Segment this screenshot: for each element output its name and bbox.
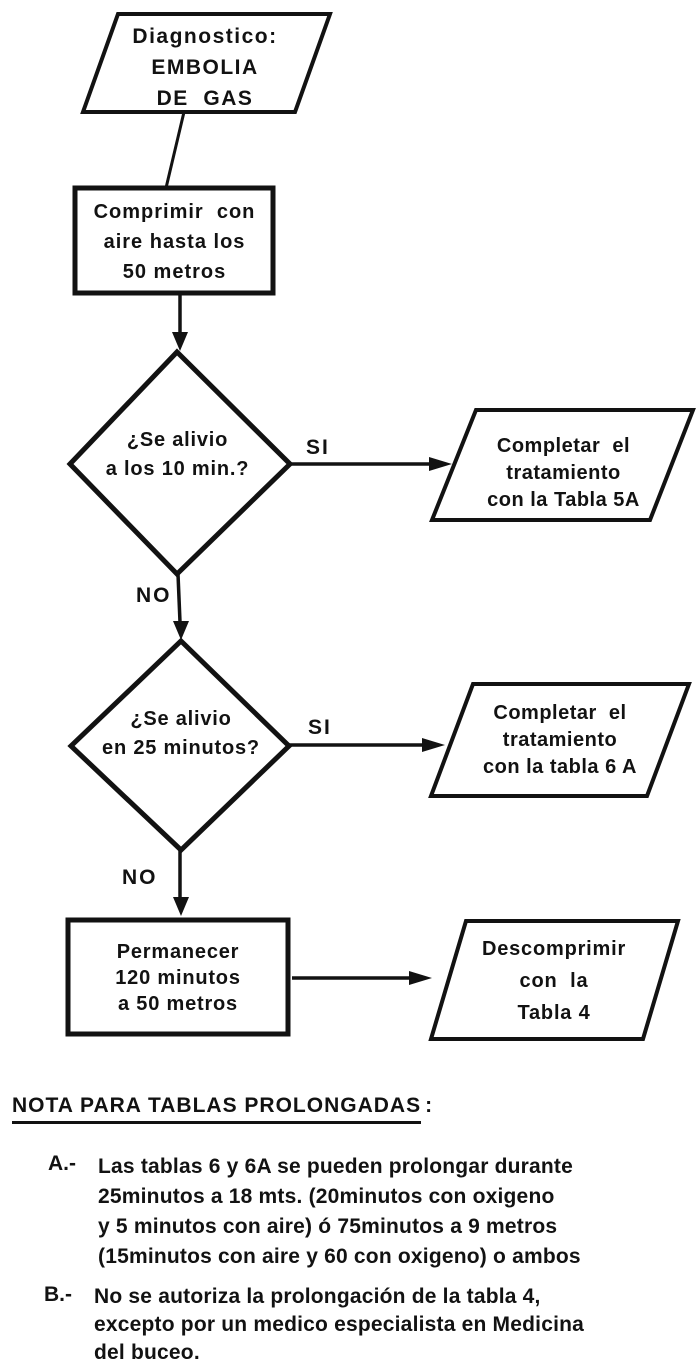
decision1-node: ¿Se alivio a los 10 min.? — [80, 426, 275, 484]
output3-line-3: Tabla 4 — [517, 1002, 591, 1024]
decision1-line-1: ¿Se alivio — [126, 429, 229, 451]
note-a-line-3: y 5 minutos con aire) ó 75minutos a 9 me… — [98, 1215, 558, 1238]
decision2-node: ¿Se alivio en 25 minutos? — [82, 705, 280, 763]
note-a-line-1: Las tablas 6 y 6A se pueden prolongar du… — [98, 1155, 574, 1178]
note-b-line-1: No se autoriza la prolongación de la tab… — [94, 1285, 541, 1308]
note-b-line-3: del buceo. — [94, 1341, 200, 1364]
output2-line-2: tratamiento — [502, 729, 618, 751]
decision2-line-2: en 25 minutos? — [102, 737, 260, 759]
start-line-3: DE GAS — [156, 87, 254, 110]
output3-line-2: con la — [519, 970, 589, 992]
decision2-no-label: NO — [122, 866, 158, 889]
process1-node: Comprimir con aire hasta los 50 metros — [76, 197, 273, 287]
notes-heading-text: NOTA PARA TABLAS PROLONGADAS — [12, 1094, 422, 1124]
start-line-2: EMBOLIA — [151, 56, 259, 79]
note-b-body: No se autoriza la prolongación de la tab… — [94, 1283, 689, 1367]
arrowhead-into-process2 — [173, 897, 189, 916]
start-line-1: Diagnostico: — [132, 25, 278, 48]
process2-line-2: 120 minutos — [115, 967, 241, 989]
arrowhead-into-output3 — [409, 971, 432, 985]
output3-node: Descomprimir con la Tabla 4 — [440, 933, 668, 1029]
output3-parallelogram-shape — [428, 919, 681, 1041]
note-a-body: Las tablas 6 y 6A se pueden prolongar du… — [98, 1152, 693, 1272]
arrowhead-into-decision1 — [172, 332, 188, 351]
decision1-diamond-shape — [66, 348, 294, 578]
output1-line-2: tratamiento — [506, 462, 621, 484]
notes-heading: NOTA PARA TABLAS PROLONGADAS: — [12, 1094, 433, 1124]
process1-rect-shape — [72, 185, 276, 296]
output2-parallelogram-shape — [428, 682, 692, 798]
note-b-line-2: excepto por un medico especialista en Me… — [94, 1313, 585, 1336]
output2-line-3: con la tabla 6 A — [483, 756, 637, 778]
notes-heading-colon: : — [425, 1094, 434, 1117]
edge-decision1-no — [176, 573, 182, 623]
note-a-label: A.- — [48, 1152, 76, 1175]
decision1-yes-label: SI — [306, 436, 330, 459]
arrowhead-into-output1 — [429, 457, 452, 471]
process2-rect-shape — [65, 917, 291, 1037]
output2-line-1: Completar el — [493, 702, 627, 724]
process2-line-3: a 50 metros — [118, 993, 238, 1015]
output2-node: Completar el tratamiento con la tabla 6 … — [445, 700, 675, 781]
decision1-no-label: NO — [136, 584, 172, 607]
output3-line-1: Descomprimir — [481, 938, 627, 960]
decision2-line-1: ¿Se alivio — [130, 708, 232, 730]
start-node: Diagnostico: EMBOLIA DE GAS — [95, 21, 315, 114]
process2-node: Permanecer 120 minutos a 50 metros — [68, 939, 288, 1017]
start-parallelogram-shape — [80, 12, 333, 114]
note-a-line-2: 25minutos a 18 mts. (20minutos con oxige… — [98, 1185, 555, 1208]
output1-node: Completar el tratamiento con la Tabla 5A — [447, 433, 680, 514]
connector-start-process1 — [164, 111, 186, 189]
process1-line-1: Comprimir con — [93, 201, 256, 223]
arrowhead-into-output2 — [422, 738, 445, 752]
note-a-line-4: (15minutos con aire y 60 con oxigeno) o … — [98, 1245, 581, 1268]
arrowhead-into-decision2 — [173, 621, 189, 640]
output1-line-1: Completar el — [496, 435, 631, 457]
process2-line-1: Permanecer — [116, 941, 240, 963]
process1-line-2: aire hasta los — [103, 231, 246, 253]
note-b-label: B.- — [44, 1283, 72, 1306]
process1-line-3: 50 metros — [122, 261, 227, 283]
output1-line-3: con la Tabla 5A — [487, 489, 640, 511]
decision1-line-2: a los 10 min.? — [105, 458, 250, 480]
decision2-yes-label: SI — [308, 716, 332, 739]
output1-parallelogram-shape — [429, 408, 696, 522]
